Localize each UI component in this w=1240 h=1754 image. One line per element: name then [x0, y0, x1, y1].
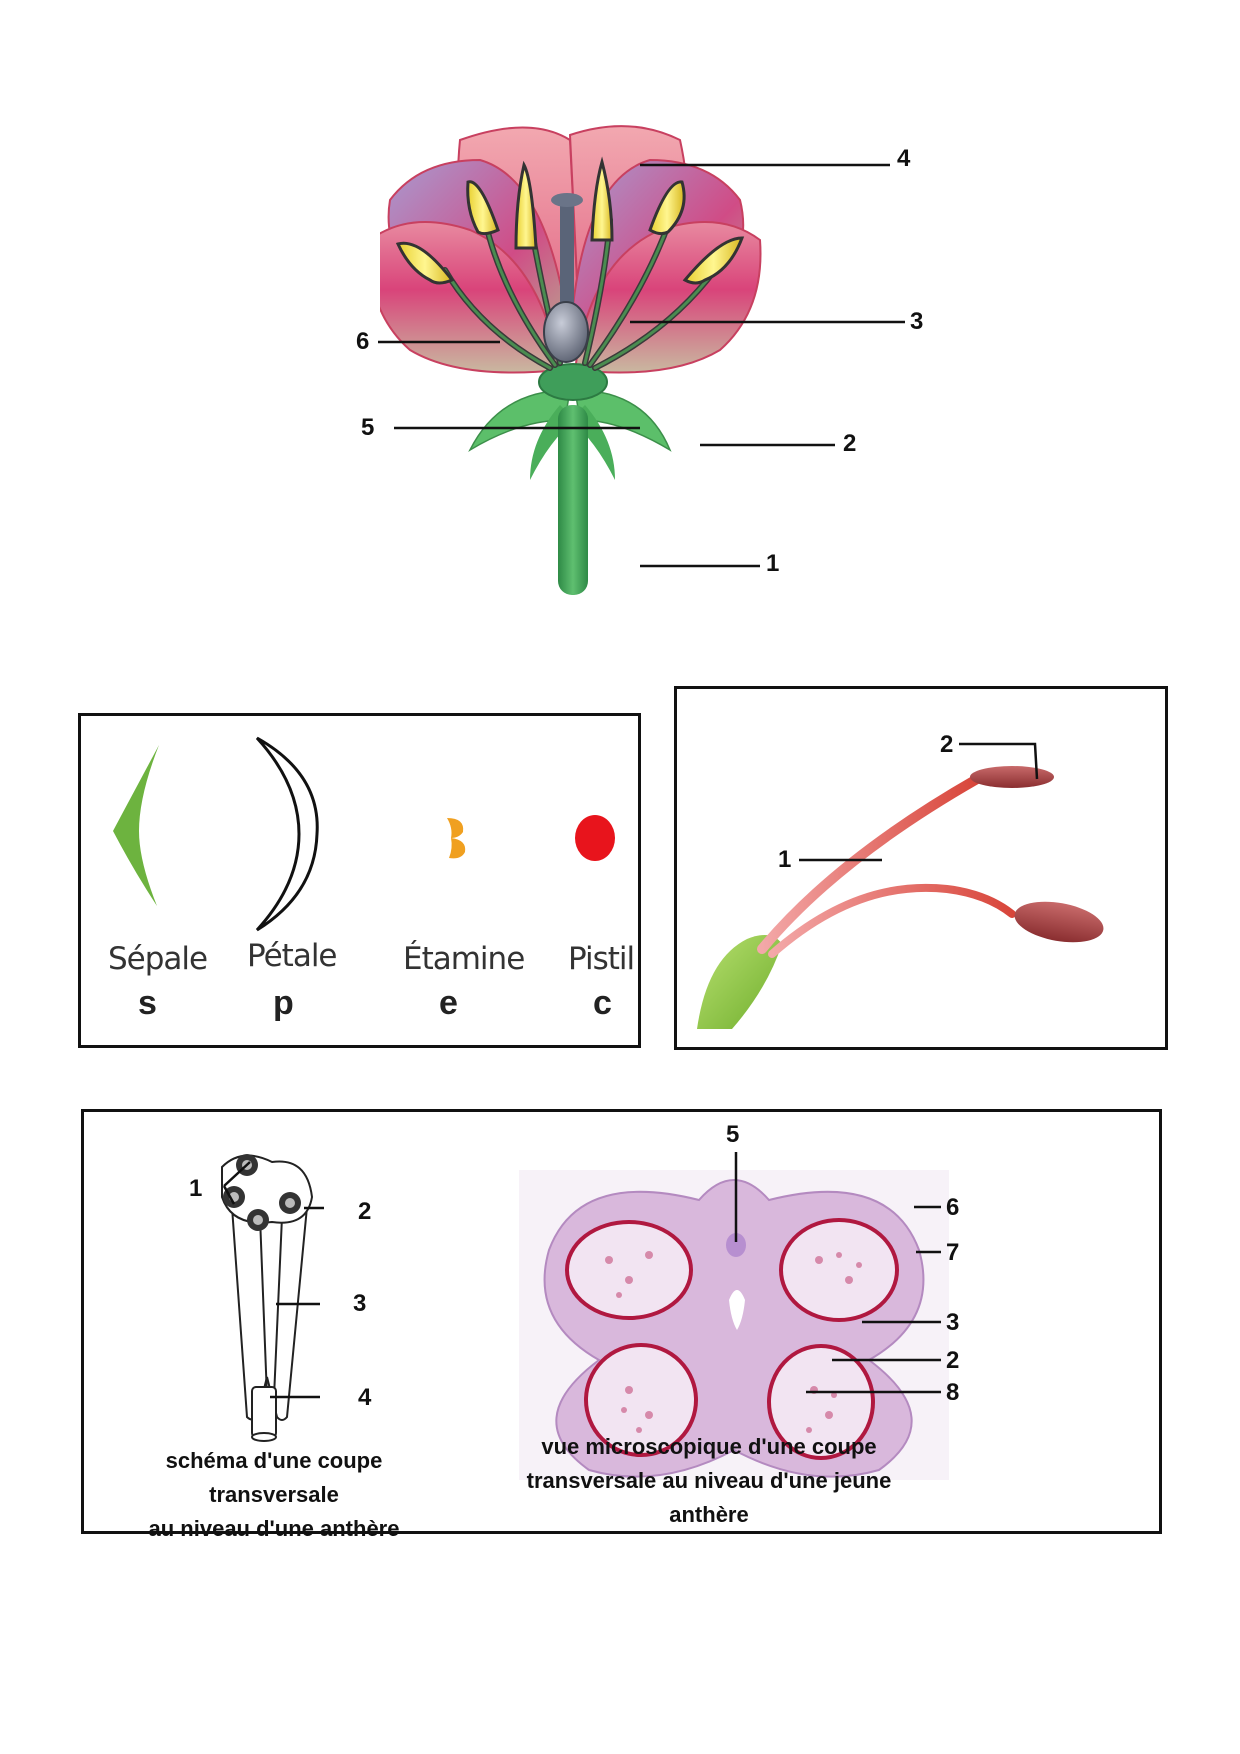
legend-stamen-name: Étamine: [403, 941, 525, 977]
stamen-base: [697, 935, 782, 1029]
legend-sepal-name: Sépale: [108, 941, 208, 977]
flower-label-1: 1: [766, 550, 780, 577]
micro-label-2: 2: [946, 1347, 960, 1374]
stamen-label-1: 1: [778, 846, 792, 873]
micro-label-6: 6: [946, 1194, 960, 1221]
stamen-photo-panel: 2 1: [674, 686, 1168, 1050]
schema-label-3: 3: [353, 1290, 367, 1317]
micro-caption-line1: vue microscopique d'une coupe: [541, 1434, 877, 1459]
flower-label-6: 6: [356, 328, 370, 355]
schema-label-2: 2: [358, 1198, 372, 1225]
legend-stamen-code: e: [439, 984, 458, 1022]
anther-4: [590, 156, 614, 242]
anther-micrograph: [519, 1170, 949, 1480]
stamen-photo: [697, 766, 1104, 1029]
flower-pointer-lines: [378, 163, 905, 568]
receptacle: [538, 363, 608, 401]
sepal-right: [574, 389, 672, 452]
legend-petal-code: p: [273, 984, 294, 1022]
schema-label-4: 4: [358, 1384, 372, 1411]
micro-label-3: 3: [946, 1309, 960, 1336]
flower-label-3: 3: [910, 308, 924, 335]
schema-label-1: 1: [189, 1175, 203, 1202]
anther-schema-drawing: [221, 1154, 314, 1442]
schema-caption: schéma d'une coupe transversale au nivea…: [104, 1444, 444, 1546]
anther-lower: [1014, 901, 1104, 943]
schema-pointer-lines: [222, 1161, 324, 1399]
stamen-pointer-lines: [799, 742, 1039, 862]
anther-upper: [970, 766, 1054, 788]
micro-caption: vue microscopique d'une coupe transversa…: [484, 1430, 934, 1532]
floral-symbols-legend: Sépale Pétale Étamine Pistil s p e c: [78, 713, 641, 1048]
anther-section-panel: 1 2 3 4 schéma d'une coupe transversale …: [81, 1109, 1162, 1541]
anther-5: [648, 180, 686, 236]
anther-6: [682, 236, 745, 285]
sepal-left: [468, 389, 571, 452]
schema-caption-line2: au niveau d'une anthère: [148, 1516, 400, 1541]
filament-upper: [757, 774, 982, 954]
pistil-symbol-icon: [575, 815, 615, 861]
anther-3: [514, 160, 538, 250]
micro-caption-line2: transversale au niveau d'une jeune anthè…: [526, 1468, 892, 1527]
anther-1: [395, 241, 455, 285]
legend-petal-name: Pétale: [247, 938, 337, 974]
stem: [558, 405, 588, 595]
flower-illustration: [368, 125, 762, 595]
micro-label-5: 5: [726, 1121, 740, 1148]
legend-sepal-code: s: [138, 984, 157, 1022]
ovary: [543, 301, 589, 363]
flower-label-5: 5: [361, 414, 375, 441]
micro-label-7: 7: [946, 1239, 960, 1266]
schema-caption-line1: schéma d'une coupe transversale: [165, 1448, 383, 1507]
legend-pistil-name: Pistil: [568, 941, 635, 977]
anther-2: [466, 180, 500, 236]
micro-label-8: 8: [946, 1379, 960, 1406]
petal-symbol-icon: [255, 736, 319, 932]
micro-pointer-lines: [734, 1152, 941, 1394]
stamen-label-2: 2: [940, 731, 954, 758]
stigma: [551, 193, 583, 207]
stamen-symbol-icon: [447, 818, 466, 859]
filament-lower: [768, 883, 1016, 958]
flower-diagram: [368, 120, 940, 610]
flower-label-4: 4: [897, 145, 911, 172]
flower-label-2: 2: [843, 430, 857, 457]
legend-pistil-code: c: [593, 984, 612, 1022]
sepal-symbol-icon: [113, 745, 159, 906]
